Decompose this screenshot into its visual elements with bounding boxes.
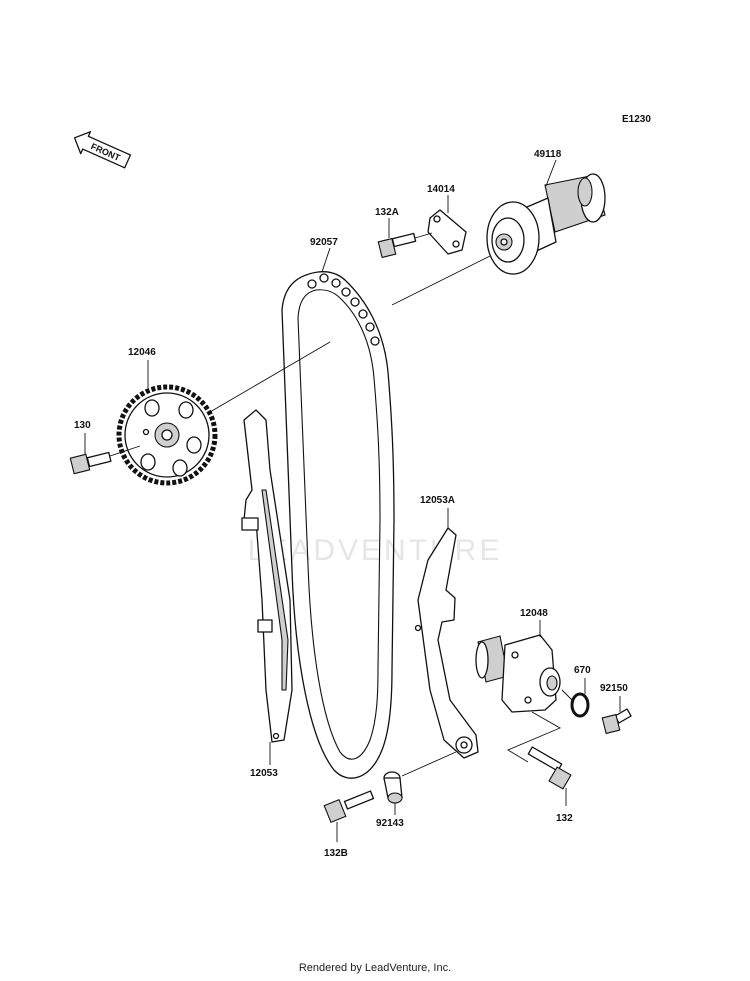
footer-credit: Rendered by LeadVenture, Inc. xyxy=(298,962,452,974)
chain-guide xyxy=(241,409,293,743)
bolt-92150 xyxy=(601,708,632,735)
label-132b: 132B xyxy=(324,848,348,859)
collar xyxy=(383,771,403,804)
o-ring xyxy=(570,692,590,718)
watermark: LEADVENTURE xyxy=(248,534,503,567)
label-130: 130 xyxy=(74,420,91,431)
front-arrow-icon: FRONT xyxy=(73,131,132,169)
camshaft xyxy=(486,173,606,275)
label-14014: 14014 xyxy=(427,184,455,195)
chain-tensioner xyxy=(475,634,561,713)
bolt-132b xyxy=(323,790,375,824)
label-92143: 92143 xyxy=(376,818,404,829)
cam-sprocket xyxy=(116,384,218,486)
bolt-132a xyxy=(377,232,417,259)
label-12046: 12046 xyxy=(128,347,156,358)
label-132a: 132A xyxy=(375,207,399,218)
label-12053a: 12053A xyxy=(420,495,455,506)
bolt-132 xyxy=(527,746,572,790)
label-132: 132 xyxy=(556,813,573,824)
bolt-130 xyxy=(69,451,112,475)
label-670: 670 xyxy=(574,665,591,676)
label-12053: 12053 xyxy=(250,768,278,779)
timing-chain xyxy=(281,271,395,779)
label-12048: 12048 xyxy=(520,608,548,619)
tensioner-guide xyxy=(414,527,479,759)
label-92150: 92150 xyxy=(600,683,628,694)
cam-plate xyxy=(427,209,467,255)
label-92057: 92057 xyxy=(310,237,338,248)
diagram-code: E1230 xyxy=(622,114,651,125)
label-49118: 49118 xyxy=(534,149,562,160)
